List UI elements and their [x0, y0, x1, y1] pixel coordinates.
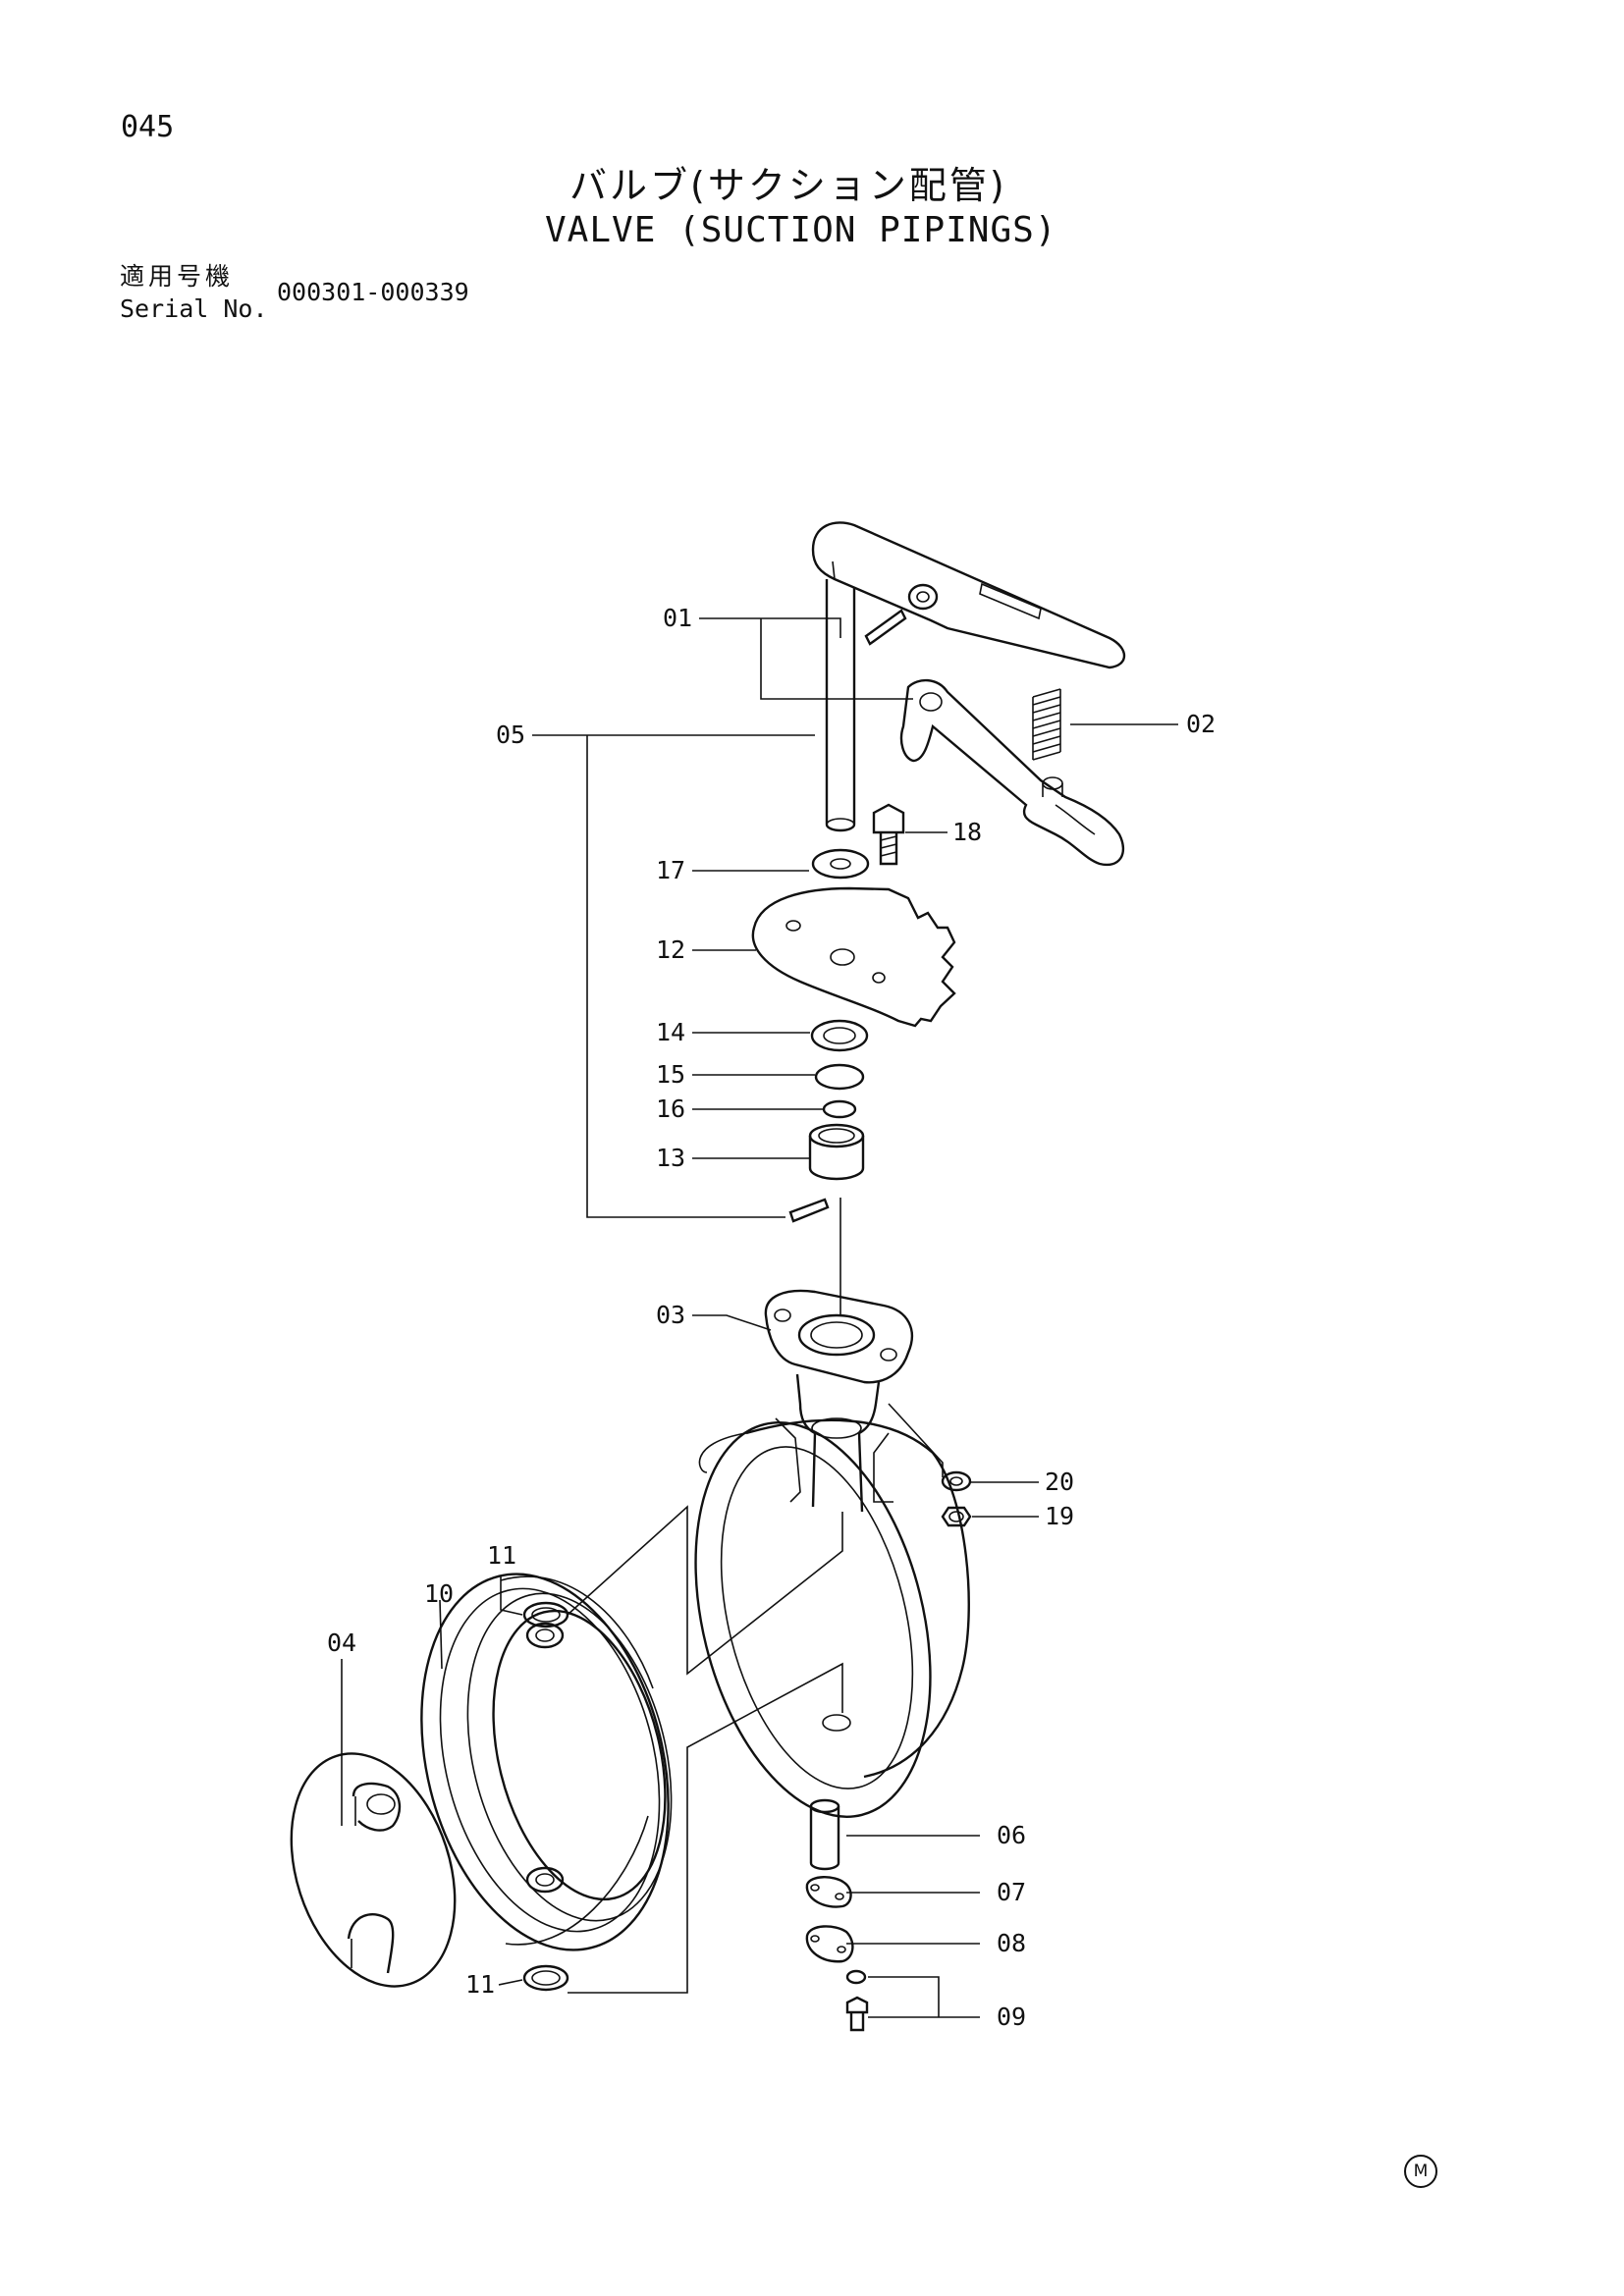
serial-range: 000301-000339: [277, 278, 469, 306]
callout-05: 05: [496, 721, 525, 749]
part-plate-07: [805, 1876, 852, 1908]
part-handle: [811, 521, 1126, 832]
part-pin-06: [809, 1798, 840, 1871]
callout-13: 13: [656, 1144, 685, 1172]
callout-09: 09: [997, 2002, 1026, 2031]
part-washer-14: [810, 1019, 869, 1052]
part-valve-body: [694, 1289, 970, 1818]
callout-04: 04: [327, 1629, 356, 1657]
callout-03: 03: [656, 1301, 685, 1329]
serial-label: Serial No.: [120, 294, 268, 323]
part-nut-19: [941, 1506, 972, 1527]
callout-20: 20: [1045, 1468, 1074, 1496]
callout-11-bottom: 11: [465, 1970, 495, 1999]
callout-19: 19: [1045, 1502, 1074, 1530]
callout-02: 02: [1186, 710, 1216, 738]
callout-18: 18: [952, 818, 982, 846]
part-bushing: [808, 1123, 865, 1181]
callout-labels: 01 02 03 04 05 06 07 08 09 10 11 11 12 1…: [327, 604, 1216, 2031]
callout-15: 15: [656, 1060, 685, 1089]
part-seat-ring: [420, 1573, 673, 1951]
callout-12: 12: [656, 935, 685, 964]
part-washer-20: [941, 1470, 972, 1492]
callout-17: 17: [656, 856, 685, 884]
part-o-ring-15: [814, 1063, 865, 1091]
page-number: 045: [121, 110, 175, 144]
part-washer: [811, 848, 870, 880]
applicable-label-japanese: 適用号機: [120, 262, 235, 291]
part-plate-08: [805, 1925, 854, 1963]
circled-m-mark: M: [1404, 2155, 1437, 2188]
callout-10: 10: [424, 1579, 454, 1608]
part-stopper-plate: [751, 886, 956, 1028]
part-o-ring-11-bottom: [522, 1964, 569, 1992]
callout-07: 07: [997, 1878, 1026, 1906]
callout-16: 16: [656, 1095, 685, 1123]
part-lever: [899, 678, 1125, 867]
part-pin: [788, 1198, 830, 1223]
part-o-ring-16: [822, 1099, 857, 1119]
part-spring: [1032, 688, 1061, 761]
callout-08: 08: [997, 1929, 1026, 1957]
callout-06: 06: [997, 1821, 1026, 1849]
part-screw-09: [845, 1969, 869, 2032]
callout-14: 14: [656, 1018, 685, 1046]
part-disc: [290, 1752, 457, 1988]
leader-lines: [341, 617, 1178, 2018]
callout-11-top: 11: [487, 1541, 516, 1570]
callout-01: 01: [663, 604, 692, 632]
part-bolt: [872, 803, 905, 866]
title-english: VALVE (SUCTION PIPINGS): [545, 210, 1057, 250]
title-japanese: バルブ(サクション配管): [569, 164, 1007, 207]
